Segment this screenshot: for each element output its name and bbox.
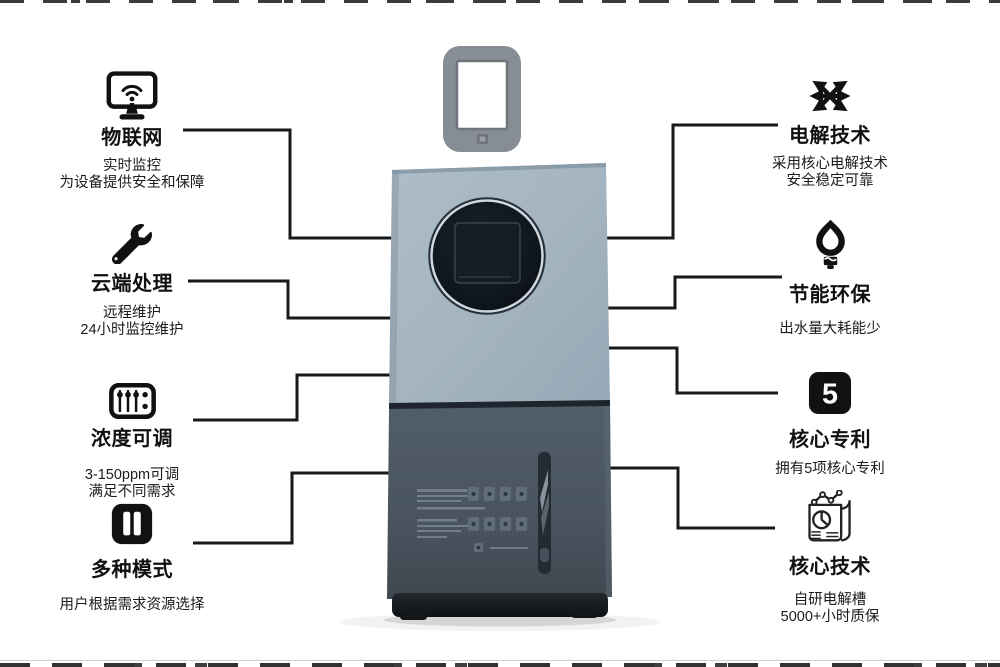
iot-monitor-wifi-icon xyxy=(105,70,159,120)
report-chart-icon xyxy=(801,490,859,544)
feature-title: 云端处理 xyxy=(91,273,173,295)
feature-electrolysis: 电解技术 采用核心电解技术 安全稳定可靠 xyxy=(745,74,915,189)
feature-energy-saving: 节能环保 出水量大耗能少 xyxy=(745,216,915,338)
water-level-slot xyxy=(538,452,551,574)
feature-patents: 5 核心专利 拥有5项核心专利 xyxy=(745,371,915,478)
sliders-icon xyxy=(108,383,157,419)
feature-concentration: 浓度可调 3-150ppm可调 满足不同需求 xyxy=(30,383,234,500)
feature-title: 物联网 xyxy=(101,127,163,149)
feature-desc: 用户根据需求资源选择 xyxy=(59,597,205,613)
feature-title: 浓度可调 xyxy=(91,428,173,450)
feature-iot: 物联网 实时监控 为设备提供安全和保障 xyxy=(30,70,234,191)
patent-5-icon: 5 xyxy=(808,371,852,415)
connector-electrolysis xyxy=(585,123,778,240)
bottom-edge-marks xyxy=(0,663,1000,667)
feature-cloud: 云端处理 远程维护 24小时监控维护 xyxy=(30,222,234,338)
feature-desc: 3-150ppm可调 满足不同需求 xyxy=(84,467,180,500)
feature-title: 节能环保 xyxy=(789,284,871,306)
connector-energy xyxy=(585,275,782,310)
feature-desc: 实时监控 为设备提供安全和保障 xyxy=(59,158,205,191)
control-panel-label xyxy=(417,487,528,552)
feature-desc: 自研电解槽 5000+小时质保 xyxy=(780,592,880,625)
crossing-arrows-icon xyxy=(807,74,853,118)
feature-desc: 采用核心电解技术 安全稳定可靠 xyxy=(772,156,888,189)
connector-concentration xyxy=(193,373,400,422)
feature-desc: 出水量大耗能少 xyxy=(779,321,881,337)
top-edge-marks xyxy=(0,0,1000,3)
feature-title: 核心专利 xyxy=(789,429,871,451)
tablet-icon xyxy=(443,46,521,152)
feature-title: 核心技术 xyxy=(789,556,871,578)
machine-base xyxy=(392,593,608,620)
connector-iot xyxy=(183,128,400,240)
machine-photo xyxy=(340,163,660,631)
feature-title: 多种模式 xyxy=(91,559,173,581)
bulb-drop-icon xyxy=(812,216,849,274)
feature-title: 电解技术 xyxy=(789,125,871,147)
wrench-icon xyxy=(112,222,152,264)
connector-lines xyxy=(183,123,782,545)
patent-count: 5 xyxy=(822,379,838,411)
connector-patent xyxy=(585,346,778,395)
machine-lower-body xyxy=(387,406,612,599)
porthole-window xyxy=(428,197,546,315)
connector-modes xyxy=(193,471,400,545)
feature-desc: 拥有5项核心专利 xyxy=(775,461,885,477)
feature-modes: 多种模式 用户根据需求资源选择 xyxy=(30,503,234,614)
connector-tech xyxy=(585,466,775,530)
feature-desc: 远程维护 24小时监控维护 xyxy=(80,305,184,338)
feature-core-tech: 核心技术 自研电解槽 5000+小时质保 xyxy=(745,490,915,625)
pause-modes-icon xyxy=(111,503,153,545)
connector-cloud xyxy=(188,279,400,320)
bottom-edge-line xyxy=(0,660,1000,661)
